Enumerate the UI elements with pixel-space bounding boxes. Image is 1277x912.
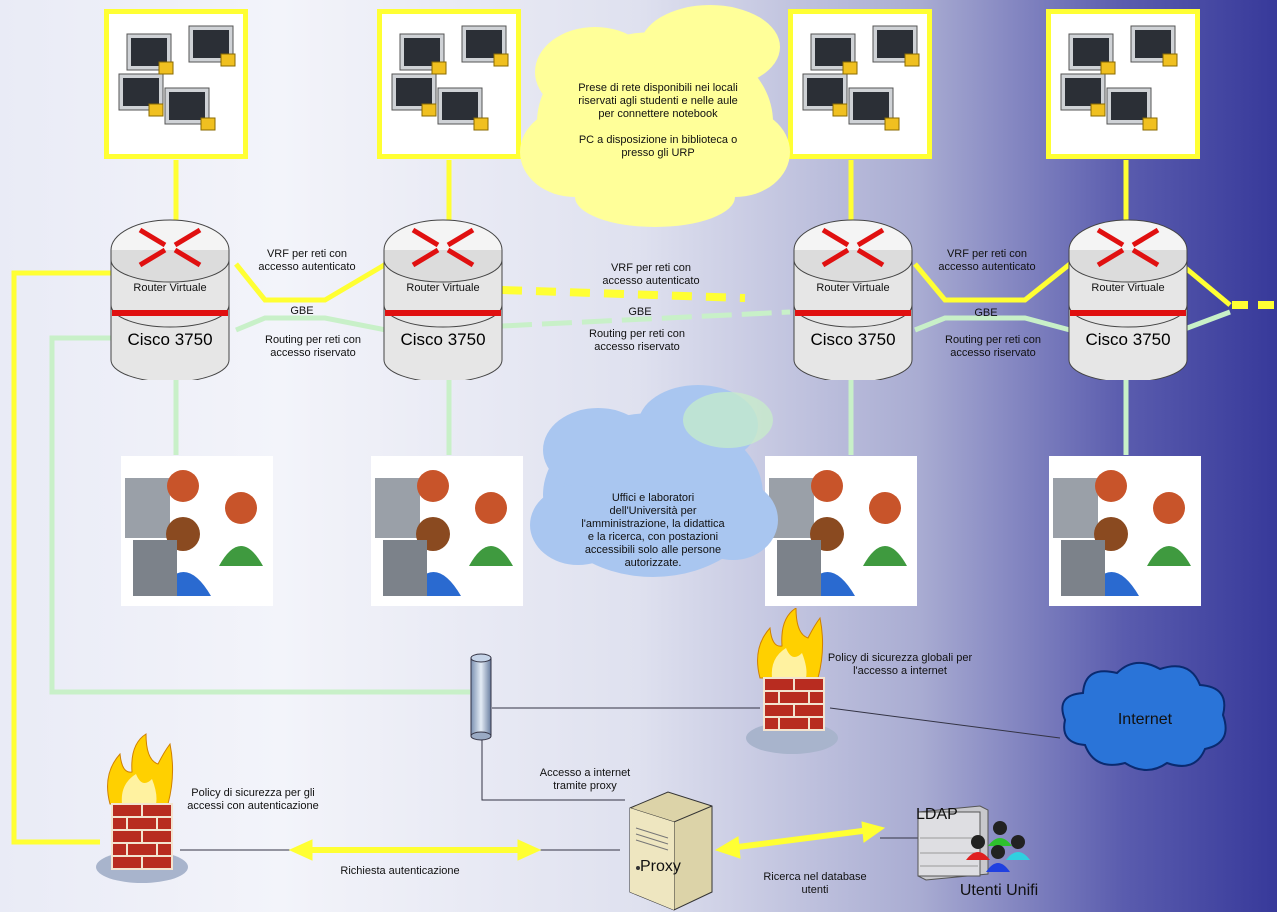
office-users-3 <box>765 456 917 606</box>
workstation-group-3 <box>788 9 932 159</box>
proxy-label: Proxy <box>640 858 681 875</box>
gbe-label-2: GBE <box>628 306 652 318</box>
router-virtual-label: Router Virtuale <box>133 282 207 294</box>
workstation-lock-icon <box>802 25 920 131</box>
workstation-lock-icon <box>1060 25 1178 131</box>
proxy-server-icon <box>629 791 713 911</box>
cisco-label: Cisco 3750 <box>1085 330 1171 349</box>
firewall-icon <box>746 608 838 754</box>
router-cisco-3: Router Virtuale Cisco 3750 <box>793 210 913 383</box>
users-label: Utenti Unifi <box>959 882 1039 899</box>
router-icon <box>1068 219 1188 383</box>
gbe-label-1: GBE <box>290 305 314 317</box>
firewall-icon <box>96 733 188 883</box>
router-virtual-label: Router Virtuale <box>1091 282 1165 294</box>
cisco-label: Cisco 3750 <box>810 330 896 349</box>
firewall-global <box>746 608 838 754</box>
ldap-label: LDAP <box>916 806 958 823</box>
router-cisco-2: Router Virtuale Cisco 3750 <box>383 210 503 383</box>
workstation-lock-icon <box>118 25 236 131</box>
router-virtual-label: Router Virtuale <box>406 282 480 294</box>
internet-label: Internet <box>1117 711 1173 728</box>
auth-request-label: Richiesta autenticazione <box>340 865 460 877</box>
student-access-cloud <box>520 5 790 227</box>
router-cisco-4: Router Virtuale Cisco 3750 <box>1068 210 1188 383</box>
cisco-label: Cisco 3750 <box>400 330 486 349</box>
office-users-1 <box>121 456 273 606</box>
workstation-lock-icon <box>391 25 509 131</box>
users-computer-icon <box>125 470 263 596</box>
workstation-group-1 <box>104 9 248 159</box>
office-users-2 <box>371 456 523 606</box>
router-virtual-label: Router Virtuale <box>816 282 890 294</box>
office-users-4 <box>1049 456 1201 606</box>
router-icon <box>793 219 913 383</box>
internet-cloud <box>1061 662 1227 771</box>
users-computer-icon <box>769 470 907 596</box>
gbe-label-3: GBE <box>974 307 998 319</box>
cisco-label: Cisco 3750 <box>127 330 213 349</box>
users-computer-icon <box>375 470 513 596</box>
router-cisco-1: Router Virtuale Cisco 3750 <box>110 210 230 383</box>
router-icon <box>383 219 503 383</box>
router-icon <box>110 219 230 383</box>
users-computer-icon <box>1053 470 1191 596</box>
ldap-server-icon <box>917 805 1030 881</box>
workstation-group-4 <box>1046 9 1200 159</box>
office-cloud <box>530 385 778 577</box>
hub-cylinder-icon <box>470 653 492 741</box>
workstation-group-2 <box>377 9 521 159</box>
firewall-auth <box>96 733 188 883</box>
